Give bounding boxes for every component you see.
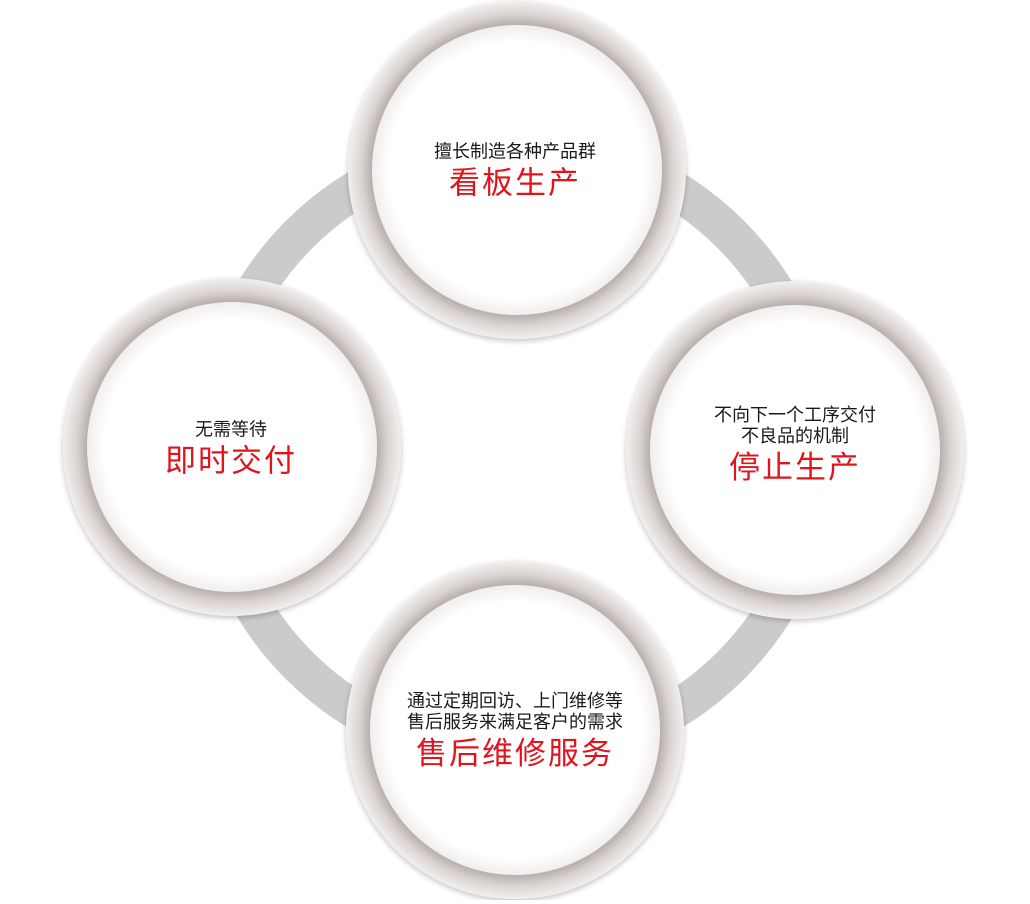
node-title: 停止生产 [729, 450, 861, 486]
node-title: 售后维修服务 [416, 736, 614, 772]
node-label-left: 无需等待 即时交付 [165, 420, 297, 481]
node-subtitle: 通过定期回访、上门维修等 [407, 691, 623, 712]
node-subtitle: 不向下一个工序交付 [714, 405, 876, 426]
node-circle-left [63, 278, 401, 616]
node-title: 即时交付 [165, 443, 297, 480]
node-label-bottom: 通过定期回访、上门维修等 售后服务来满足客户的需求 售后维修服务 [407, 691, 623, 773]
node-title: 看板生产 [449, 165, 581, 202]
node-subtitle: 售后服务来满足客户的需求 [407, 712, 623, 733]
node-circle-right [626, 281, 964, 619]
node-subtitle: 无需等待 [195, 419, 267, 441]
node-circle-bottom [346, 561, 684, 899]
node-subtitle: 不良品的机制 [741, 426, 849, 447]
node-circle-top [348, 1, 686, 339]
node-label-right: 不向下一个工序交付 不良品的机制 停止生产 [714, 405, 876, 487]
node-label-top: 擅长制造各种产品群 看板生产 [434, 142, 596, 203]
node-subtitle: 擅长制造各种产品群 [434, 141, 596, 163]
